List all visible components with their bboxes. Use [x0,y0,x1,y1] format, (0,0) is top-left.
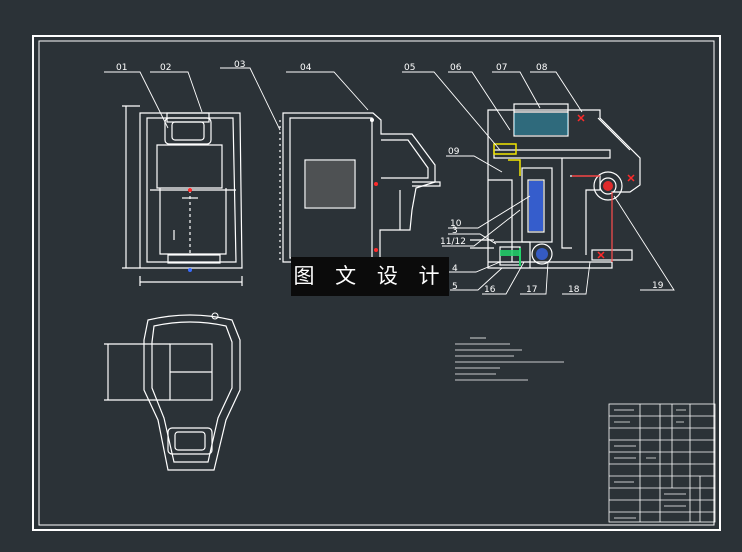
filter-cartridge [529,181,543,231]
front-view-marker [188,188,192,192]
top-view-fitting [211,312,219,320]
outer-border [32,35,721,531]
watermark-text: 图 文 设 计 [293,264,447,288]
callout-16: 16 [484,285,496,295]
technical-notes [455,337,564,381]
inner-border [38,40,715,526]
callout-06: 06 [450,63,462,73]
title-block-text-marks [614,409,686,519]
pump-green [500,250,520,256]
callout-01: 01 [116,63,127,73]
callout-08: 08 [536,63,548,73]
side-view-marker [374,248,378,252]
valve-yellow [493,143,517,155]
side-view [279,112,441,270]
top-view [104,314,241,471]
callout-05: 05 [404,63,415,73]
motor-blue [536,248,548,260]
callout-09: 09 [448,147,460,157]
callout-3: 3 [452,226,458,236]
side-panel-hatch [306,161,354,207]
callout-19: 19 [652,281,664,291]
callout-4: 4 [452,264,458,274]
side-view-marker [370,118,374,122]
callout-04: 04 [300,63,312,73]
mark-red [577,114,585,122]
watermark-background [291,257,449,296]
side-view-marker [374,182,378,186]
water-tank [514,113,568,135]
fan-red [603,181,613,191]
callout-17: 17 [526,285,537,295]
mark-red [597,251,605,259]
callout-03: 03 [234,60,245,70]
front-view-marker [188,268,192,272]
pipe-yellow [508,159,521,176]
leader-lines [104,67,675,295]
front-view [122,105,243,286]
callout-5: 5 [452,282,458,292]
callout-10: 10 [450,219,462,229]
title-block [608,403,716,523]
callout-11-12: 11/12 [440,237,466,247]
mark-red [627,174,635,182]
callout-02: 02 [160,63,171,73]
callout-18: 18 [568,285,580,295]
callout-07: 07 [496,63,507,73]
